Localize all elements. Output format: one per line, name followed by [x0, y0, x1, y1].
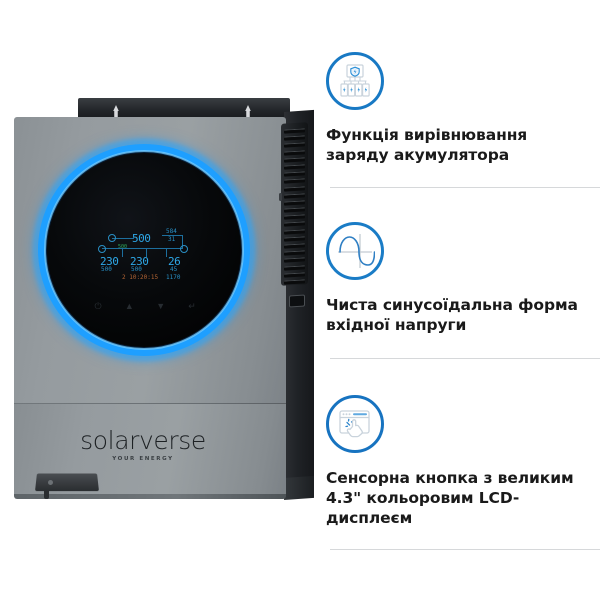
bracket-keyhole-slot — [245, 105, 251, 120]
brand-logo: solarverse YOUR ENERGY — [68, 428, 218, 462]
lcd-ac-in-power: 500 — [101, 266, 112, 273]
lcd-bus-label: 500 — [118, 244, 128, 250]
lcd-ac-in-voltage: 230 — [100, 255, 119, 268]
feature-list: Функція вирівнювання заряду акумулятора … — [326, 0, 600, 600]
product-image: 500 584 31 500 230 500 230 500 26 45 117… — [14, 98, 314, 500]
feature-item-battery-equalization: Функція вирівнювання заряду акумулятора — [326, 52, 588, 166]
vent-slat — [284, 214, 305, 220]
vent-slat — [284, 193, 305, 199]
lcd-wire — [166, 248, 167, 257]
lcd-battery-soc: 26 — [168, 255, 181, 268]
lcd-wire — [112, 238, 134, 239]
feature-title: Сенсорна кнопка з великим 4.3" кольорови… — [326, 469, 574, 527]
mounting-pin — [44, 490, 49, 499]
touch-button-row[interactable]: ⏻ ▲ ▼ ↵ — [92, 300, 198, 312]
vent-slat — [284, 279, 305, 285]
vent-slat — [284, 257, 305, 264]
vent-slat — [284, 128, 305, 134]
pure-sine-wave-icon — [326, 222, 384, 280]
side-connector-port — [289, 294, 305, 308]
display-black-face — [47, 153, 241, 347]
wall-mount-bracket — [78, 98, 290, 120]
lcd-node — [98, 245, 106, 253]
bracket-keyhole-slot — [113, 105, 119, 120]
vent-slat — [284, 178, 305, 184]
vent-slat — [284, 250, 305, 256]
feature-divider — [330, 549, 600, 550]
touch-screen-icon — [326, 395, 384, 453]
side-indicator-dot — [279, 193, 282, 201]
vent-slat — [284, 142, 305, 149]
lcd-wire — [122, 248, 123, 257]
vent-slat — [284, 200, 305, 206]
vent-slat — [284, 264, 305, 271]
lcd-ac-out-voltage: 230 — [130, 255, 149, 268]
brand-name: solarverse — [80, 426, 206, 455]
vent-slat — [284, 221, 305, 228]
feature-title: Функція вирівнювання заряду акумулятора — [326, 126, 528, 164]
enter-button[interactable]: ↵ — [188, 301, 196, 311]
vent-slat — [284, 207, 305, 213]
lcd-ac-out-power: 500 — [131, 266, 142, 273]
lcd-wire — [182, 235, 183, 249]
lcd-pv-power: 500 — [132, 232, 151, 245]
vent-slat — [284, 272, 305, 278]
power-button[interactable]: ⏻ — [94, 301, 102, 311]
vent-slat — [284, 243, 305, 249]
down-button[interactable]: ▼ — [156, 301, 166, 311]
mounting-screw — [48, 480, 53, 485]
lcd-solar-value: 31 — [168, 236, 176, 243]
vent-slat — [284, 149, 305, 156]
feature-item-touch-screen: Сенсорна кнопка з великим 4.3" кольорови… — [326, 395, 588, 528]
inverter-bottom-edge — [14, 494, 286, 499]
lcd-solar-label: 584 — [166, 228, 177, 235]
vent-slat — [284, 157, 305, 163]
up-button[interactable]: ▲ — [124, 301, 134, 311]
brand-tagline: YOUR ENERGY — [112, 456, 174, 462]
mounting-foot — [35, 473, 99, 492]
cooling-vent-grille — [281, 122, 308, 286]
lcd-node — [108, 234, 116, 242]
feature-title: Чиста синусоїдальна форма вхідної напруг… — [326, 296, 578, 334]
battery-equalization-icon — [326, 52, 384, 110]
lcd-status-line: 2 10:20:15 — [122, 274, 159, 281]
lcd-battery-current: 1170 — [166, 274, 181, 281]
feature-item-pure-sine-wave: Чиста синусоїдальна форма вхідної напруг… — [326, 222, 588, 336]
feature-divider — [330, 187, 600, 188]
lcd-screen: 500 584 31 500 230 500 230 500 26 45 117… — [96, 228, 192, 284]
lcd-bus — [102, 248, 182, 249]
vent-slat — [284, 185, 305, 192]
lcd-node — [180, 245, 188, 253]
lcd-wire — [146, 248, 147, 257]
vent-slat — [284, 171, 305, 177]
lcd-battery-voltage: 45 — [170, 266, 178, 273]
vent-slat — [284, 236, 305, 242]
inverter-side-bottom — [284, 475, 314, 500]
vent-slat — [284, 228, 305, 235]
feature-divider — [330, 358, 600, 359]
lcd-wire — [162, 235, 182, 236]
vent-slat — [284, 164, 305, 170]
vent-slat — [284, 135, 305, 141]
